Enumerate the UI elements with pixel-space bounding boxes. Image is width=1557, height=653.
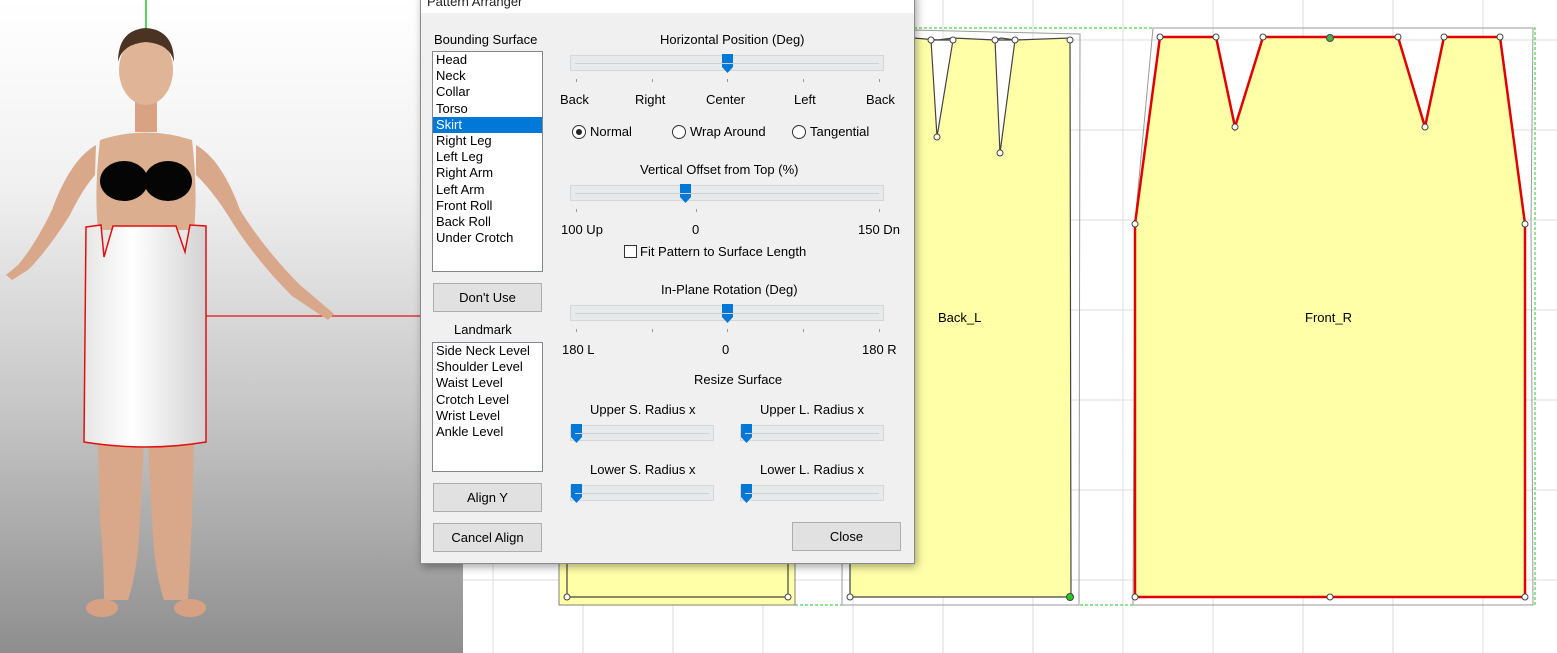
vertical-offset-max: 150 Dn [858,222,900,237]
upper-l-radius-slider[interactable] [740,424,884,443]
horizontal-position-label: Horizontal Position (Deg) [660,32,805,47]
list-item[interactable]: Side Neck Level [436,343,530,358]
pattern-piece-front-r [1131,27,1534,606]
list-item[interactable]: Front Roll [436,197,493,213]
pattern-arranger-dialog: Pattern Arranger Bounding Surface Head N… [420,0,915,564]
upper-l-radius-label: Upper L. Radius x [760,402,865,417]
align-y-button[interactable]: Align Y [433,483,542,512]
skirt-cylinder [83,224,207,448]
list-item[interactable]: Left Leg [436,149,483,165]
slider-thumb[interactable] [741,424,752,443]
list-item[interactable]: Under Crotch [436,230,514,246]
avatar-scene [6,0,463,617]
piece-label-back-l: Back_L [938,310,982,325]
list-item-selected[interactable]: Skirt [433,116,542,133]
cancel-align-button[interactable]: Cancel Align [433,523,542,552]
tick-label: Back [560,92,589,107]
lower-s-radius-slider[interactable] [570,484,714,503]
rotation-max: 180 R [862,342,897,357]
vertical-offset-slider[interactable] [570,184,884,203]
dialog-title: Pattern Arranger [427,0,523,9]
avatar-body [6,28,334,617]
dialog-titlebar[interactable]: Pattern Arranger [421,0,914,13]
list-item[interactable]: Wrist Level [436,407,501,423]
bounding-surface-list[interactable]: Head Neck Collar Torso Skirt Right Leg L… [432,51,543,272]
list-item[interactable]: Shoulder Level [436,359,523,375]
bounding-surface-label: Bounding Surface [434,32,538,47]
slider-thumb[interactable] [741,484,752,503]
lower-l-radius-slider[interactable] [740,484,884,503]
resize-surface-label: Resize Surface [694,372,783,387]
horizontal-position-slider[interactable] [570,54,884,73]
normal-radio-label[interactable]: Normal [590,124,632,139]
list-item[interactable]: Ankle Level [436,423,504,439]
piece-label-front-r: Front_R [1305,310,1352,325]
wrap-around-radio[interactable] [672,125,686,139]
list-item[interactable]: Back Roll [436,213,491,229]
list-item[interactable]: Crotch Level [436,391,509,407]
slider-thumb[interactable] [679,184,691,203]
landmark-list[interactable]: Side Neck Level Shoulder Level Waist Lev… [432,342,543,472]
list-item[interactable]: Neck [436,68,466,84]
fit-pattern-checkbox[interactable] [624,245,637,258]
3d-viewport[interactable] [0,0,463,653]
list-item[interactable]: Waist Level [436,375,503,391]
list-item[interactable]: Left Arm [436,181,485,197]
rotation-label: In-Plane Rotation (Deg) [661,282,798,297]
landmark-label: Landmark [454,322,512,337]
upper-s-radius-label: Upper S. Radius x [590,402,696,417]
tick-label: Center [706,92,746,107]
vertical-offset-label: Vertical Offset from Top (%) [640,162,799,177]
list-item[interactable]: Collar [436,84,470,100]
list-item[interactable]: Head [436,52,468,67]
close-button[interactable]: Close [792,522,901,551]
rotation-min: 180 L [562,342,595,357]
pattern-piece-partial [558,559,796,606]
list-item[interactable]: Right Leg [436,132,492,148]
rotation-slider[interactable] [570,304,884,323]
fit-pattern-label[interactable]: Fit Pattern to Surface Length [640,244,807,259]
upper-s-radius-slider[interactable] [570,424,714,443]
tangential-radio[interactable] [792,125,806,139]
lower-l-radius-label: Lower L. Radius x [760,462,865,477]
slider-thumb[interactable] [571,484,582,503]
list-item[interactable]: Right Arm [436,165,494,181]
normal-radio[interactable] [572,125,586,139]
slider-thumb[interactable] [722,304,733,323]
rotation-mid: 0 [722,342,730,357]
wrap-around-radio-label[interactable]: Wrap Around [690,124,766,139]
tick-label: Right [635,92,666,107]
vertical-offset-min: 100 Up [561,222,603,237]
slider-thumb[interactable] [571,424,582,443]
tangential-radio-label[interactable]: Tangential [810,124,870,139]
dont-use-button[interactable]: Don't Use [433,283,542,312]
tick-label: Back [866,92,895,107]
list-item[interactable]: Torso [436,100,468,116]
slider-thumb[interactable] [722,54,733,73]
vertical-offset-mid: 0 [692,222,700,237]
lower-s-radius-label: Lower S. Radius x [590,462,696,477]
tick-label: Left [794,92,816,107]
